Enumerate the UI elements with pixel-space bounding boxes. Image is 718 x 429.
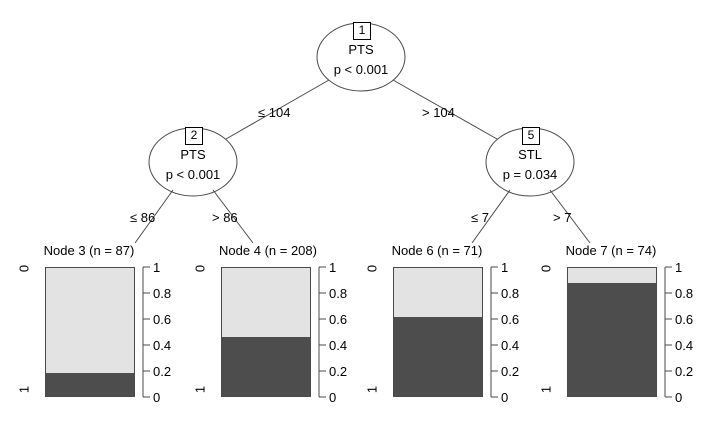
- terminal-node-6-tick-06: 0.6: [501, 312, 520, 327]
- edge-5-7: [549, 189, 591, 244]
- terminal-node-4-axis: [318, 266, 326, 398]
- terminal-node-6-axis: [490, 266, 498, 398]
- terminal-node-6-bar-class1: [394, 316, 482, 396]
- terminal-node-4-barplot: [221, 267, 311, 397]
- node-2-variable: PTS: [180, 147, 206, 162]
- terminal-node-3-tick-1: 1: [153, 260, 161, 275]
- terminal-node-6-tick-02: 0.2: [501, 364, 520, 379]
- terminal-node-7-class-label-1: 1: [538, 385, 554, 394]
- terminal-node-3-class-label-1: 1: [16, 385, 32, 394]
- edge-1-2: [225, 79, 330, 140]
- terminal-node-4-tick-04: 0.4: [329, 338, 348, 353]
- terminal-node-6-barplot: [393, 267, 483, 397]
- terminal-node-4-class-label-0: 0: [192, 264, 208, 273]
- edge-2-3: [134, 189, 174, 244]
- terminal-node-4-bar-class1: [222, 337, 310, 396]
- node-1-badge[interactable]: 1: [353, 22, 371, 40]
- terminal-node-4-tick-1: 1: [329, 260, 337, 275]
- edge-label-5-7: > 7: [553, 210, 572, 225]
- terminal-node-7-bar-class0: [568, 268, 656, 284]
- terminal-node-4-tick-06: 0.6: [329, 312, 348, 327]
- terminal-node-3-title: Node 3 (n = 87): [43, 243, 135, 258]
- terminal-node-4-tick-0: 0: [329, 390, 337, 405]
- terminal-node-4-tick-08: 0.8: [329, 286, 348, 301]
- terminal-node-7-class-label-0: 0: [538, 264, 554, 273]
- terminal-node-6-tick-08: 0.8: [501, 286, 520, 301]
- terminal-node-3-tick-02: 0.2: [153, 364, 172, 379]
- terminal-node-4-title: Node 4 (n = 208): [219, 243, 317, 258]
- terminal-node-6-class-label-1: 1: [364, 385, 380, 394]
- terminal-node-7-tick-04: 0.4: [675, 338, 694, 353]
- terminal-node-6-class-label-0: 0: [364, 264, 380, 273]
- edge-2-4: [212, 189, 254, 244]
- terminal-node-6-tick-1: 1: [501, 260, 509, 275]
- edge-label-2-4: > 86: [212, 210, 238, 225]
- terminal-node-7-tick-06: 0.6: [675, 312, 694, 327]
- terminal-node-6-bar-class0: [394, 268, 482, 317]
- edge-label-1-5: > 104: [422, 105, 455, 120]
- terminal-node-7-tick-02: 0.2: [675, 364, 694, 379]
- terminal-node-6-tick-04: 0.4: [501, 338, 520, 353]
- node-5-badge[interactable]: 5: [522, 127, 540, 145]
- node-2-badge[interactable]: 2: [185, 127, 203, 145]
- terminal-node-3: Node 3 (n = 87) 0 1 1 0.8 0.6 0.4 0.2 0: [0, 238, 178, 413]
- node-1-variable: PTS: [348, 42, 374, 57]
- terminal-node-3-barplot: [45, 267, 135, 397]
- terminal-node-3-class-label-0: 0: [16, 264, 32, 273]
- terminal-node-4: Node 4 (n = 208) 0 1 1 0.8 0.6 0.4 0.2 0: [174, 238, 356, 413]
- terminal-node-4-bar-class0: [222, 268, 310, 338]
- terminal-node-6-title: Node 6 (n = 71): [391, 243, 483, 258]
- terminal-node-7-barplot: [567, 267, 657, 397]
- terminal-node-3-tick-0: 0: [153, 390, 161, 405]
- terminal-node-3-tick-04: 0.4: [153, 338, 172, 353]
- terminal-node-7-tick-08: 0.8: [675, 286, 694, 301]
- terminal-node-6-tick-0: 0: [501, 390, 509, 405]
- terminal-node-7-tick-1: 1: [675, 260, 683, 275]
- terminal-node-4-class-label-1: 1: [192, 385, 208, 394]
- node-2-pvalue: p < 0.001: [165, 167, 221, 182]
- terminal-node-6: Node 6 (n = 71) 0 1 1 0.8 0.6 0.4 0.2 0: [348, 238, 526, 413]
- node-5-variable: STL: [518, 147, 542, 162]
- terminal-node-7-bar-class1: [568, 283, 656, 396]
- terminal-node-7-axis: [664, 266, 672, 398]
- terminal-node-4-tick-02: 0.2: [329, 364, 348, 379]
- edge-5-6: [471, 189, 511, 244]
- node-1-pvalue: p < 0.001: [333, 62, 389, 77]
- terminal-node-3-tick-08: 0.8: [153, 286, 172, 301]
- node-5-pvalue: p = 0.034: [502, 167, 558, 182]
- edge-1-5: [392, 79, 498, 140]
- terminal-node-7: Node 7 (n = 74) 0 1 1 0.8 0.6 0.4 0.2 0: [522, 238, 700, 413]
- terminal-node-3-bar-class1: [46, 372, 134, 396]
- edge-label-2-3: ≤ 86: [130, 210, 156, 225]
- edge-label-5-6: ≤ 7: [471, 210, 489, 225]
- edge-label-1-2: ≤ 104: [258, 105, 291, 120]
- terminal-node-7-tick-0: 0: [675, 390, 683, 405]
- terminal-node-7-title: Node 7 (n = 74): [565, 243, 657, 258]
- terminal-node-3-axis: [142, 266, 150, 398]
- terminal-node-3-tick-06: 0.6: [153, 312, 172, 327]
- terminal-node-3-bar-class0: [46, 268, 134, 373]
